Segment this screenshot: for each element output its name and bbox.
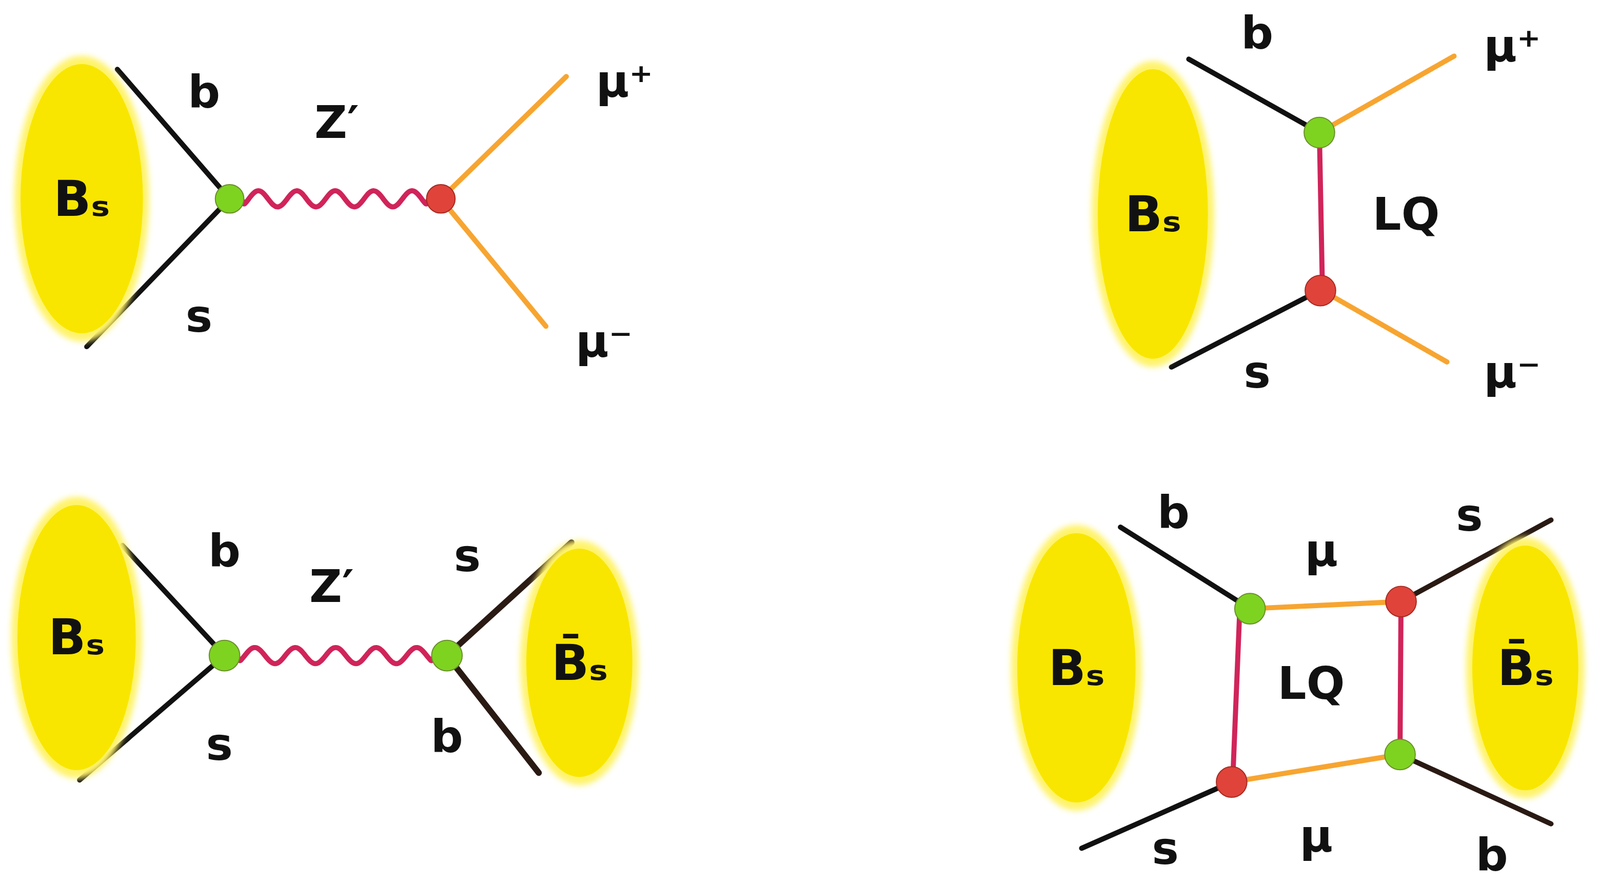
particle-label: b (1240, 10, 1274, 56)
meson-fill (1017, 533, 1136, 803)
particle-label: Z′ (309, 564, 354, 610)
muon-line (1231, 601, 1401, 783)
meson-glow (11, 497, 143, 779)
particle-label: μ (1299, 814, 1334, 860)
leptoquark-line (1319, 132, 1323, 291)
meson-blob: Bₛ (14, 55, 150, 342)
meson-blob: B̄ₛ (1466, 537, 1585, 799)
particle-label: μ⁻ (1483, 349, 1541, 395)
meson-fill (526, 548, 633, 778)
meson-name: Bₛ (53, 174, 110, 224)
meson-glow (14, 55, 150, 342)
zprime-wave (229, 190, 442, 207)
meson-glow (520, 540, 639, 786)
particle-label: s (453, 533, 481, 579)
meson-glow (1011, 525, 1142, 812)
meson-name: Bₛ (1124, 189, 1182, 240)
meson-name: Bₛ (1048, 643, 1105, 694)
particle-label: s (1151, 826, 1179, 872)
muon-line (440, 76, 567, 327)
particle-label: b (430, 714, 464, 760)
meson-name: Bₛ (48, 613, 105, 663)
meson-blob: B̄ₛ (520, 540, 639, 786)
particle-label: LQ (1372, 191, 1440, 237)
particle-label: b (187, 69, 221, 115)
particle-label: s (1455, 492, 1483, 539)
zprime-wave (224, 647, 448, 664)
meson-blob: Bₛ (11, 497, 143, 779)
meson-name: B̄ₛ (551, 638, 608, 688)
particle-label: μ (1305, 528, 1339, 574)
particle-label: μ⁺ (596, 58, 654, 105)
particle-label: μ⁺ (1483, 23, 1541, 69)
meson-fill (20, 64, 144, 334)
particle-label: s (1243, 349, 1271, 395)
meson-glow (1091, 61, 1215, 368)
particle-label: μ⁻ (575, 319, 633, 365)
meson-fill (1097, 69, 1209, 360)
particle-label: s (205, 722, 233, 768)
particle-label: s (185, 293, 213, 340)
particle-label: b (1157, 489, 1190, 536)
meson-glow (1466, 537, 1585, 799)
particle-label: Z′ (314, 100, 360, 146)
particle-label: b (208, 528, 241, 574)
meson-blob: Bₛ (1011, 525, 1142, 812)
meson-fill (17, 505, 136, 771)
leptoquark-line (1232, 601, 1401, 783)
vertex-dots (209, 117, 1417, 798)
meson-name: B̄ₛ (1497, 643, 1554, 694)
particle-label: b (1475, 832, 1509, 878)
muon-line (1319, 55, 1455, 363)
meson-fill (1472, 545, 1579, 791)
particle-label: LQ (1277, 661, 1346, 707)
meson-blob: Bₛ (1091, 61, 1215, 368)
